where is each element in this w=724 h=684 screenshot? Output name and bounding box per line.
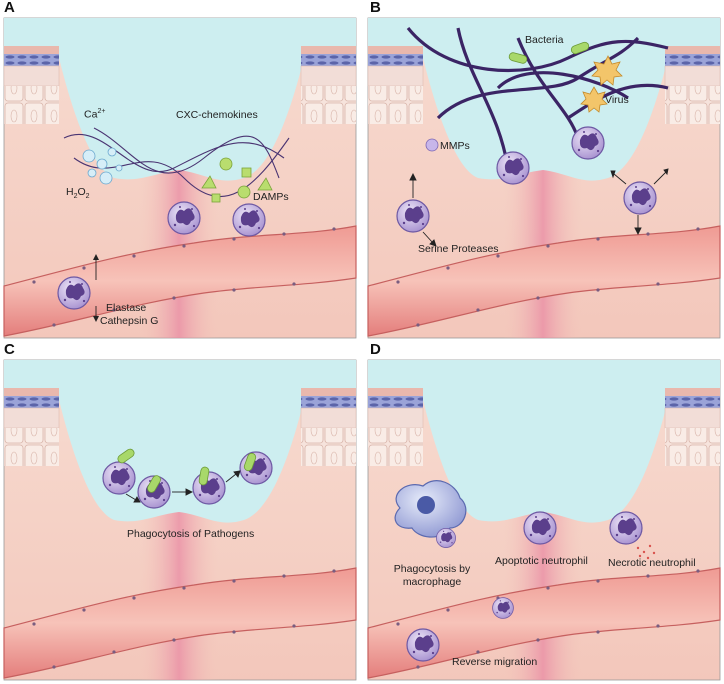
net-fibres xyxy=(406,26,669,169)
neutrophil-a1 xyxy=(167,201,201,235)
macrophage-nucleus xyxy=(417,496,435,514)
panel-a xyxy=(3,17,357,339)
necrotic-debris xyxy=(636,544,656,560)
apoptotic-neutrophil xyxy=(523,511,557,545)
panel-b xyxy=(367,17,721,339)
label-cxc-chemokines: CXC-chemokines xyxy=(176,109,258,121)
panel-c xyxy=(3,359,357,681)
neutrophil-c3 xyxy=(192,471,226,505)
reverse-migrating-neutrophil xyxy=(492,597,514,619)
label-apoptotic-neutrophil: Apoptotic neutrophil xyxy=(495,555,588,567)
calcium-bubbles xyxy=(82,147,123,185)
label-reverse-migration: Reverse migration xyxy=(452,656,538,668)
necrotic-neutrophil xyxy=(609,511,643,545)
label-phagocytosis-of-pathogens: Phagocytosis of Pathogens xyxy=(127,528,255,540)
engulfed-neutrophil xyxy=(436,528,456,548)
neutrophil-a2 xyxy=(232,203,266,237)
label-h2o2: H2O2 xyxy=(66,186,90,201)
panel-letter-a: A xyxy=(4,0,15,16)
mmp-icon xyxy=(425,138,439,152)
phago-arrows xyxy=(125,470,241,503)
neutrophil-a3 xyxy=(57,276,91,310)
label-calcium: Ca2+ xyxy=(84,108,106,121)
label-damps: DAMPs xyxy=(253,191,289,203)
label-phagocytosis-by: Phagocytosis by xyxy=(393,563,471,575)
neutrophil-c1 xyxy=(102,461,136,495)
label-cathepsin-g: Cathepsin G xyxy=(100,315,159,327)
virus-icon-1 xyxy=(591,55,623,86)
neutrophil-in-vessel xyxy=(406,628,440,662)
label-necrotic-neutrophil: Necrotic neutrophil xyxy=(608,557,696,569)
damps-shapes xyxy=(201,157,273,203)
virus-icon-2 xyxy=(580,86,608,113)
label-serine-proteases: Serine Proteases xyxy=(418,243,499,255)
neutrophil-b2 xyxy=(571,126,605,160)
label-bacteria: Bacteria xyxy=(525,34,564,46)
label-mmps: MMPs xyxy=(440,140,470,152)
neutrophil-b3 xyxy=(396,199,430,233)
panel-d xyxy=(367,359,721,681)
neutrophil-b4 xyxy=(623,181,657,215)
panel-letter-c: C xyxy=(4,341,15,358)
label-virus: Virus xyxy=(605,94,629,106)
neutrophil-b1 xyxy=(496,151,530,185)
panel-letter-b: B xyxy=(370,0,381,16)
label-elastase: Elastase xyxy=(106,302,147,314)
label-macrophage: macrophage xyxy=(402,576,462,588)
protease-arrows xyxy=(409,168,669,247)
panel-letter-d: D xyxy=(370,341,381,358)
